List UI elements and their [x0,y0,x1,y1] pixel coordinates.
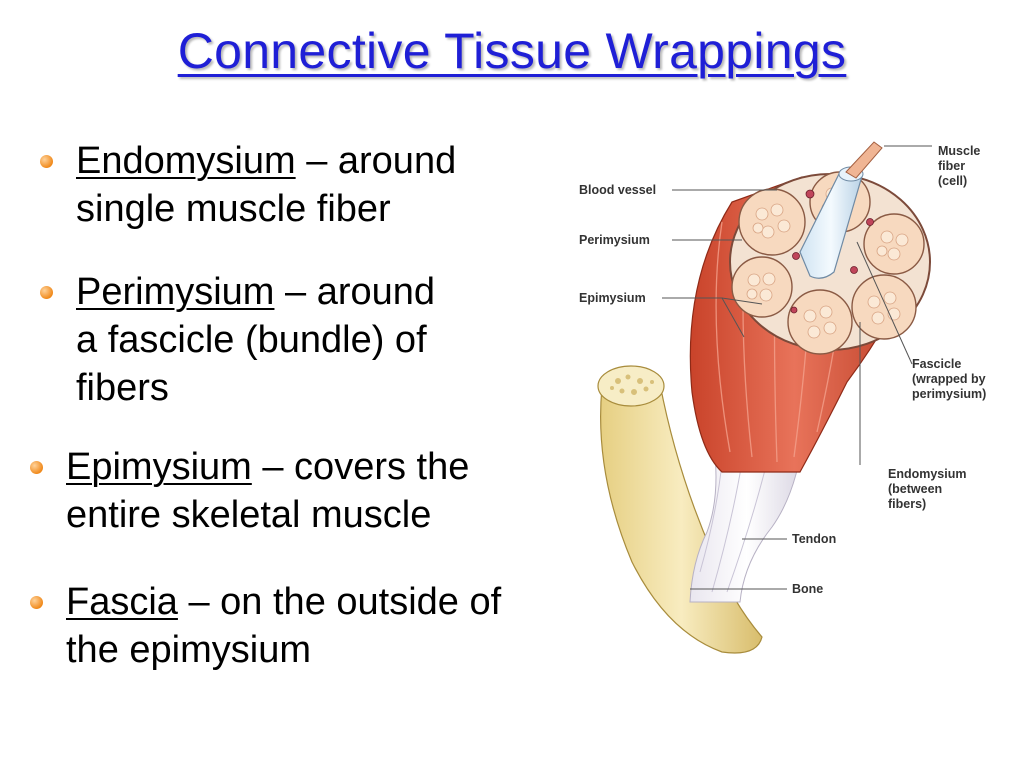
label-bone: Bone [792,582,823,596]
bullet-text: the epimysium [66,629,311,671]
bullet-text: single muscle fiber [76,188,391,230]
bone-end [597,365,665,407]
bullet-text: – around [295,140,457,182]
bullet-endomysium: Endomysium – around single muscle fiber [40,137,576,233]
term-fascia: Fascia [66,581,178,623]
term-endomysium: Endomysium [76,140,296,182]
bullet-dot-icon [40,155,53,168]
tendon [689,431,805,603]
label-muscle-fiber: Muscle [938,144,980,158]
bullet-dot-icon [40,286,53,299]
bullet-perimysium: Perimysium – around a fascicle (bundle) … [40,268,546,412]
label-epimysium: Epimysium [579,291,646,305]
bullet-epimysium: Epimysium – covers the entire skeletal m… [30,443,606,539]
term-epimysium: Epimysium [66,446,252,488]
bullet-text: – on the outside of [177,581,502,623]
bullet-dot-icon [30,596,43,609]
bullet-fascia: Fascia – on the outside of the epimysium [30,578,646,674]
muscle-structure-diagram: Muscle fiber (cell) Blood vessel Perimys… [579,141,986,654]
label-perimysium: Perimysium [579,233,650,247]
bullet-text: fibers [76,367,169,409]
label-tendon: Tendon [792,532,836,546]
label-endomysium: fibers) [888,497,926,511]
bullet-text: entire skeletal muscle [66,494,432,536]
label-muscle-fiber: fiber [938,159,965,173]
bullet-text: a fascicle (bundle) of [76,319,427,361]
label-fascicle: (wrapped by [912,372,986,386]
label-blood-vessel: Blood vessel [579,183,656,197]
term-perimysium: Perimysium [76,271,275,313]
bullet-dot-icon [30,461,43,474]
label-muscle-fiber: (cell) [938,174,967,188]
label-endomysium: Endomysium [888,467,967,481]
label-fascicle: perimysium) [912,387,986,401]
slide-title: Connective Tissue Wrappings [177,23,847,79]
label-fascicle: Fascicle [912,357,961,371]
bullet-text: – covers the [251,446,470,488]
bullet-text: – around [274,271,436,313]
label-endomysium: (between [888,482,942,496]
